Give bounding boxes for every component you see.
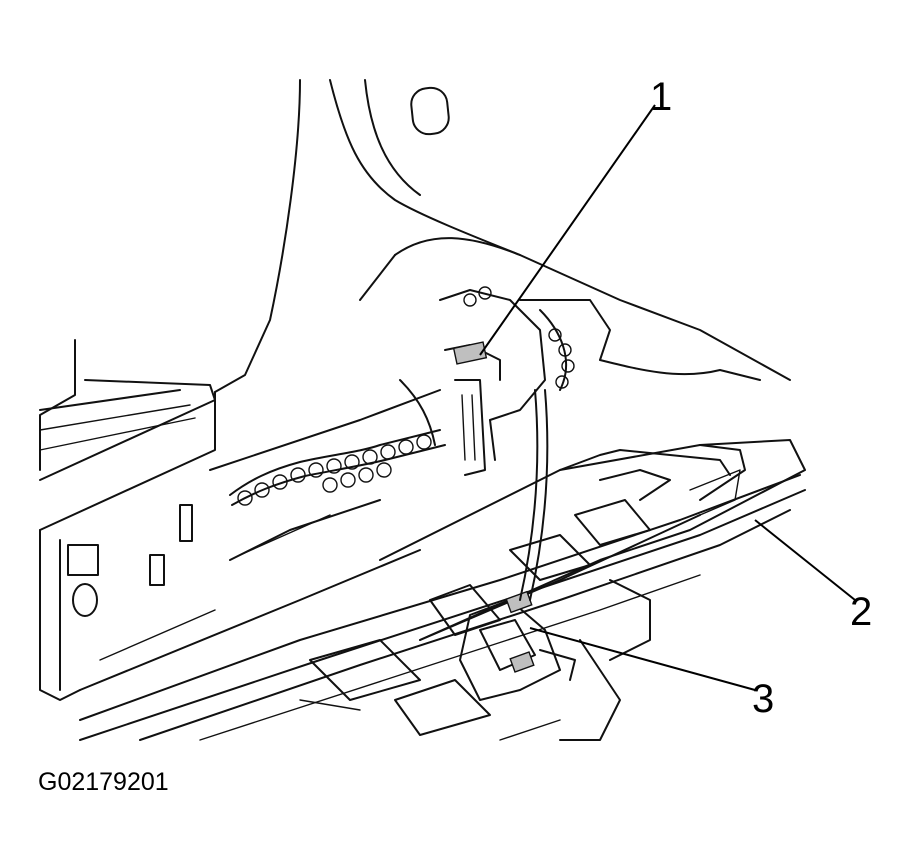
callout-2-leader — [754, 519, 856, 601]
body-panel-drawing — [214, 79, 791, 393]
callout-3-leader — [529, 627, 756, 691]
callout-1-label: 1 — [650, 75, 672, 119]
callout-1-leader — [479, 104, 656, 356]
rail-assembly-drawing — [79, 439, 806, 741]
floor-console-drawing — [39, 339, 441, 701]
latch-striker-drawing — [459, 389, 576, 701]
callout-3-label: 3 — [752, 677, 774, 721]
figure-id-label: G02179201 — [38, 768, 169, 796]
wiring-harness-drawing — [229, 286, 575, 506]
connector-module-drawing — [439, 289, 761, 476]
floor-grid-drawing — [299, 499, 651, 741]
callout-2-label: 2 — [850, 590, 872, 634]
